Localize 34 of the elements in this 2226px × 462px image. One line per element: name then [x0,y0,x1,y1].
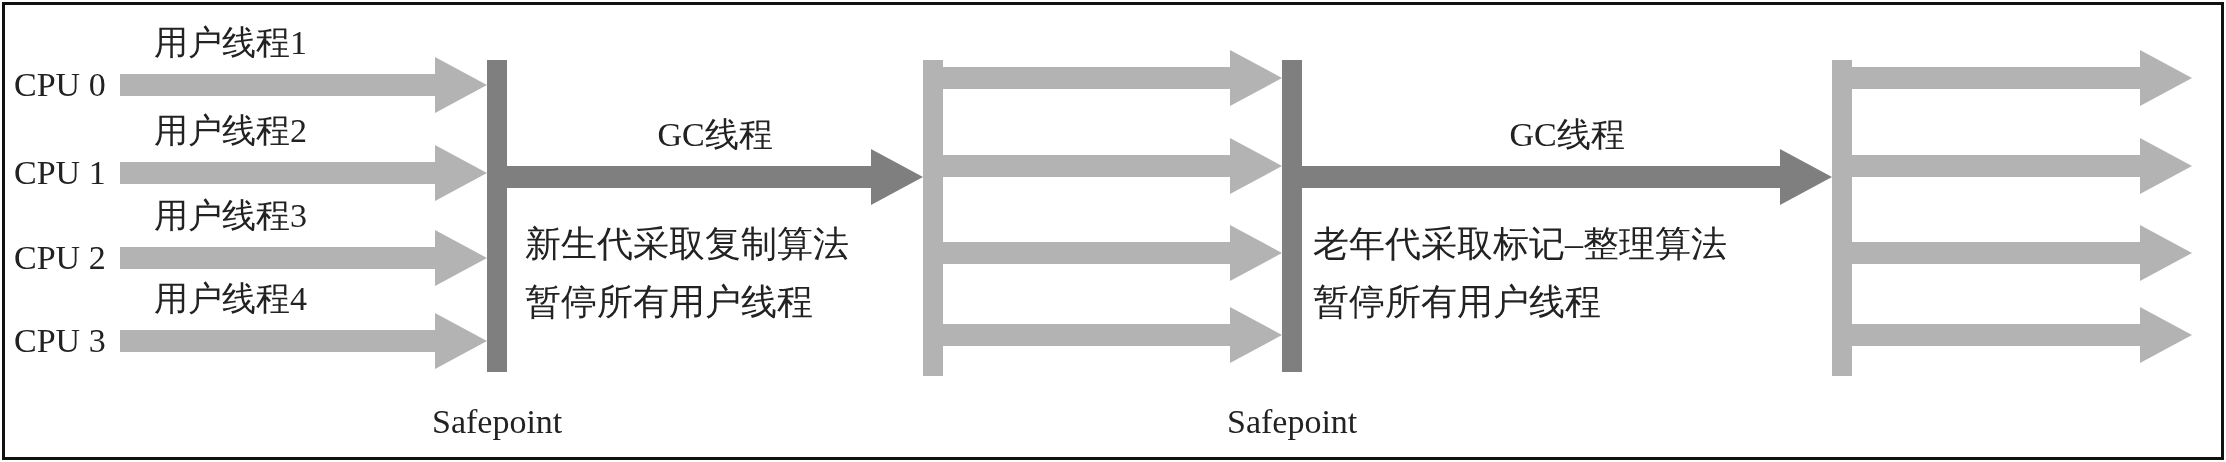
arrow [1852,225,2192,281]
arrow [1852,307,2192,363]
note-text: 暂停所有用户线程 [525,281,813,324]
arrow [943,50,1282,106]
cpu-label: CPU 3 [14,321,106,361]
caption-text: Safepoint [432,402,563,442]
edge-label: 用户线程1 [154,23,307,63]
note-text: 新生代采取复制算法 [525,223,849,266]
arrow [943,138,1282,194]
arrow [120,313,487,369]
safepoint-bar [487,60,507,372]
edge-label: 用户线程4 [154,279,307,319]
cpu-label: CPU 0 [14,65,106,105]
arrow [943,307,1282,363]
edge-label: GC线程 [1509,115,1625,155]
caption-text: Safepoint [1227,402,1358,442]
note-text: 老年代采取标记–整理算法 [1313,223,1727,266]
cpu-label: CPU 1 [14,153,106,193]
arrow [120,230,487,286]
arrow [1302,149,1832,205]
cpu-label: CPU 2 [14,238,106,278]
safepoint-bar [923,60,943,376]
arrow [1852,138,2192,194]
note-text: 暂停所有用户线程 [1313,281,1601,324]
arrow [943,225,1282,281]
arrow [120,57,487,113]
arrow [1852,50,2192,106]
safepoint-bar [1832,60,1852,376]
arrow [120,145,487,201]
safepoint-bar [1282,60,1302,372]
edge-label: 用户线程2 [154,111,307,151]
arrow [507,149,923,205]
edge-label: GC线程 [657,115,773,155]
edge-label: 用户线程3 [154,196,307,236]
